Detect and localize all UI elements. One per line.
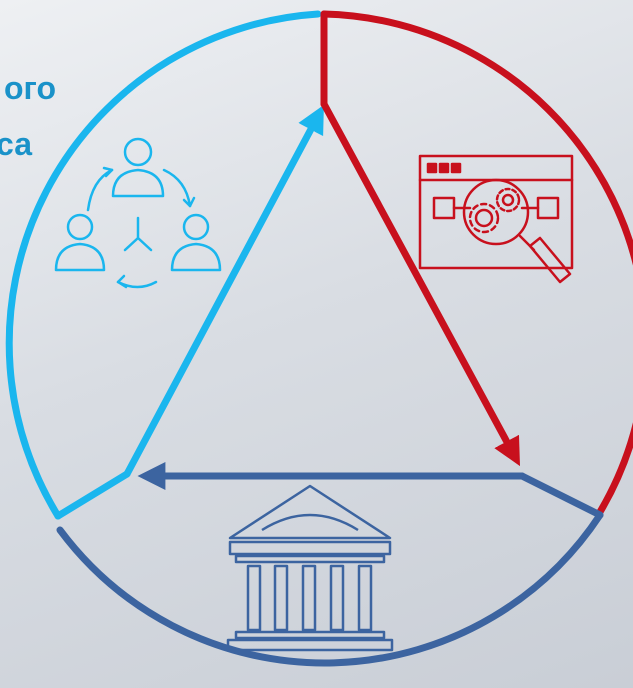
segment-dark-blue [56, 462, 604, 667]
arrow-blue [123, 104, 324, 478]
segment-blue-connector [54, 470, 131, 520]
segment-red [320, 10, 633, 516]
web-search-gears-icon [418, 154, 574, 284]
segment-blue-arc [5, 10, 322, 520]
government-building-icon [226, 484, 394, 652]
people-cycle-icon [54, 137, 222, 289]
segment-dark-arc [56, 511, 604, 667]
cropped-heading-line-1: ого [4, 70, 56, 106]
segment-blue [5, 10, 324, 520]
arrow-red [320, 100, 520, 467]
cropped-heading-line-2: са [0, 126, 32, 162]
segment-red-arc [320, 10, 633, 516]
segment-dark-connector [518, 472, 604, 519]
